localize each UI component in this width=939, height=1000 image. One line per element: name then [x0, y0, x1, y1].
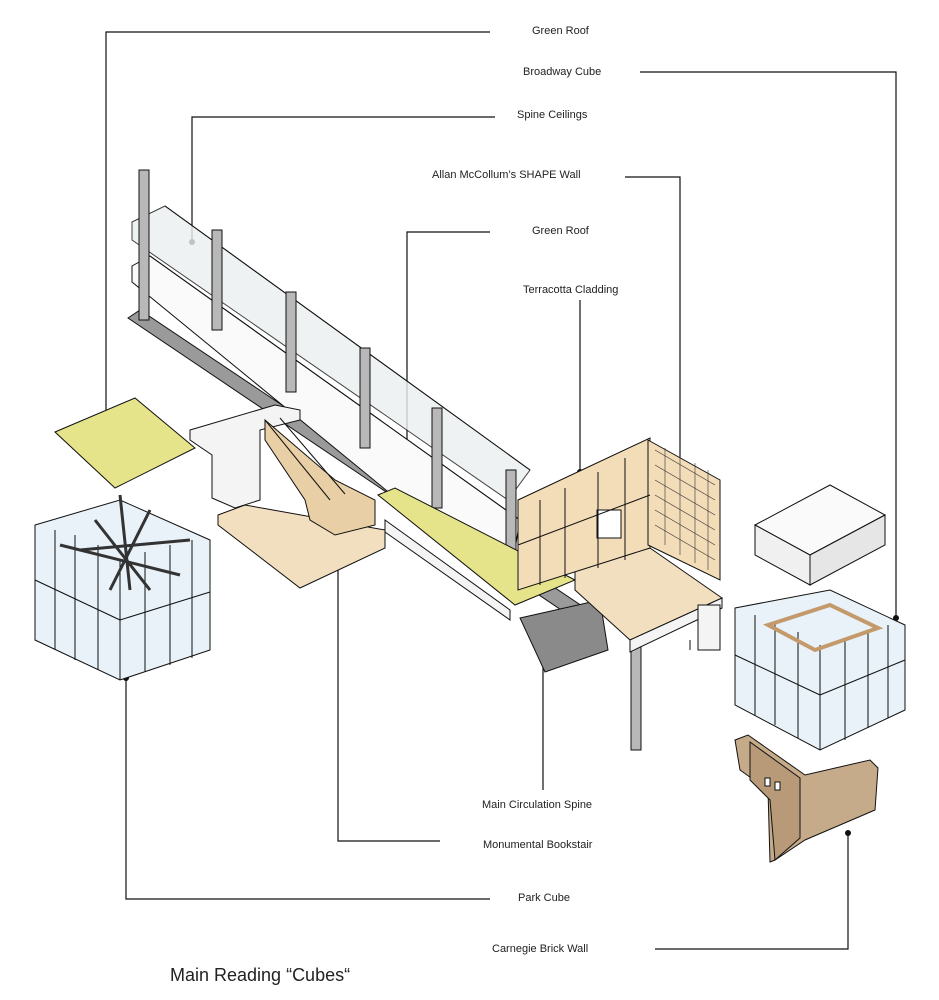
leader-broadway-cube: [640, 71, 897, 618]
spine-walkway: [384, 519, 511, 621]
terracotta-wall: [517, 437, 651, 591]
green-roof-panel: [54, 397, 196, 489]
leader-spine-ceilings: [191, 116, 495, 242]
label-broadway-cube: Broadway Cube: [523, 66, 602, 78]
shape-wall-pattern: [654, 448, 716, 570]
label-shape-wall: Allan McCollum’s SHAPE Wall: [432, 169, 581, 181]
park-cube-structure: [59, 494, 191, 591]
label-park-cube: Park Cube: [518, 892, 570, 904]
label-main-spine: Main Circulation Spine: [482, 799, 593, 811]
terracotta-room: [517, 437, 724, 653]
wall-opening: [596, 509, 622, 539]
carnegie-brick-wall: [734, 734, 879, 863]
leader-brick-wall: [655, 833, 849, 950]
broadway-cube-frame: [762, 602, 884, 653]
leader-green-roof-top: [105, 31, 490, 448]
park-cube: [34, 499, 211, 681]
label-spine-ceilings: Spine Ceilings: [517, 109, 588, 121]
diagram-title: Main Reading “Cubes“: [170, 965, 351, 985]
stair-wall: [189, 404, 301, 509]
bookstair-area: [189, 404, 386, 589]
broadway-cube: [734, 589, 906, 751]
spine-ceiling-glass: [131, 205, 531, 501]
bookstair: [264, 418, 376, 536]
label-green-roof-top: Green Roof: [532, 25, 589, 37]
label-brick-wall: Carnegie Brick Wall: [492, 943, 589, 955]
label-green-roof-mid: Green Roof: [532, 225, 589, 237]
leader-lines: [105, 31, 897, 950]
room-pier: [697, 604, 721, 651]
leader-park-cube: [125, 678, 490, 900]
spine-lower-shadow: [519, 599, 609, 673]
label-bookstair: Monumental Bookstair: [483, 839, 593, 851]
leader-shape-wall: [625, 176, 681, 475]
leader-bookstair: [337, 520, 440, 842]
label-terracotta: Terracotta Cladding: [523, 284, 619, 296]
shape-wall: [647, 439, 721, 581]
broadway-cube-top: [753, 484, 887, 586]
